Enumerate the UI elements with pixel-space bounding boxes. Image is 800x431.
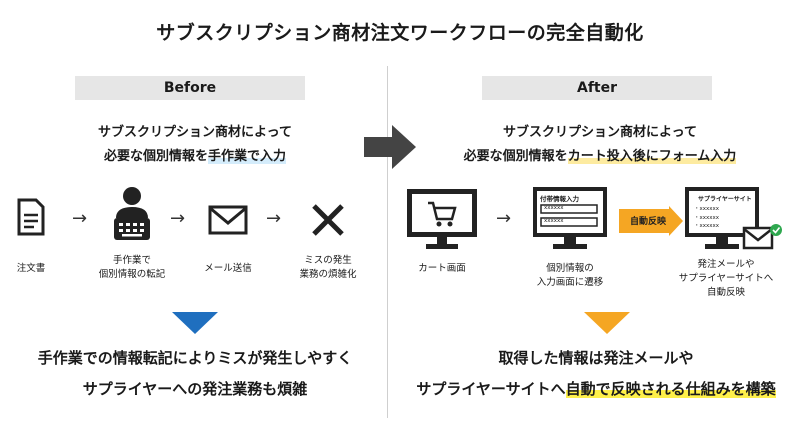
after-step1-label-line: カート画面 bbox=[418, 263, 466, 274]
before-step1-label: 注文書 bbox=[6, 262, 56, 276]
cart-monitor-icon bbox=[407, 189, 477, 249]
before-header: Before bbox=[75, 76, 305, 100]
form-screen-title: 付帯情報入力 bbox=[540, 195, 579, 203]
after-step-arrow-1: → bbox=[496, 208, 512, 229]
supplier-item-1: ・xxxxxx bbox=[694, 206, 720, 212]
before-intro-line1: サブスクリプション商材によって bbox=[98, 125, 292, 140]
before-down-arrow-icon bbox=[172, 312, 218, 334]
after-result-line2-text: サプライヤーサイトへ bbox=[416, 380, 566, 398]
after-step3-label: 発注メールや サプライヤーサイトへ 自動反映 bbox=[666, 258, 786, 300]
document-icon bbox=[17, 198, 45, 236]
form-monitor-icon: 付帯情報入力 xxxxxx xxxxxx bbox=[532, 186, 608, 252]
before-result-line2: サプライヤーへの発注業務も煩雑 bbox=[82, 380, 308, 398]
before-step-arrow-3: → bbox=[266, 208, 282, 229]
before-step2-label-line1: 手作業で bbox=[112, 255, 151, 266]
form-field-2: xxxxxx bbox=[544, 218, 564, 224]
supplier-monitor-icon: サプライヤーサイト ・xxxxxx ・xxxxxx ・xxxxxx bbox=[684, 186, 784, 256]
section-divider bbox=[387, 66, 388, 418]
page-title: サブスクリプション商材注文ワークフローの完全自動化 bbox=[156, 22, 644, 44]
before-step-arrow-1: → bbox=[72, 208, 88, 229]
after-down-arrow-icon bbox=[584, 312, 630, 334]
after-result-line1: 取得した情報は発注メールや bbox=[498, 349, 694, 367]
before-step2-label-line2: 個別情報の転記 bbox=[98, 269, 166, 280]
before-intro-highlight: 手作業で入力 bbox=[208, 149, 287, 164]
before-step-arrow-2: → bbox=[170, 208, 186, 229]
after-step2-label-line1: 個別情報の bbox=[546, 263, 594, 274]
after-intro-line2: 必要な個別情報をカート投入後にフォーム入力 bbox=[400, 145, 800, 169]
before-intro: サブスクリプション商材によって 必要な個別情報を手作業で入力 bbox=[20, 121, 370, 169]
after-intro-line2-text: 必要な個別情報を bbox=[463, 149, 568, 164]
after-step3-label-line2: サプライヤーサイトへ bbox=[678, 273, 774, 284]
before-step4-label-line1: ミスの発生 bbox=[304, 255, 352, 266]
person-keyboard-icon bbox=[114, 187, 150, 240]
after-step2-label: 個別情報の 入力画面に遷移 bbox=[520, 262, 620, 290]
auto-reflect-arrow-icon bbox=[619, 206, 683, 236]
supplier-monitor-frame-icon bbox=[685, 187, 782, 250]
supplier-screen-items: ・xxxxxx ・xxxxxx ・xxxxxx bbox=[694, 205, 719, 231]
supplier-item-3: ・xxxxxx bbox=[694, 223, 720, 229]
after-header: After bbox=[482, 76, 712, 100]
after-step3-label-line1: 発注メールや bbox=[697, 259, 755, 270]
after-intro-highlight: カート投入後にフォーム入力 bbox=[567, 149, 737, 164]
before-step4-label: ミスの発生 業務の煩雑化 bbox=[288, 254, 368, 282]
form-monitor-frame-icon bbox=[533, 187, 607, 249]
cross-icon bbox=[312, 204, 344, 236]
before-result-line1: 手作業での情報転記によりミスが発生しやすく bbox=[37, 349, 353, 367]
after-intro-line1: サブスクリプション商材によって bbox=[503, 125, 697, 140]
before-step4-label-line2: 業務の煩雑化 bbox=[299, 269, 357, 280]
after-intro: サブスクリプション商材によって 必要な個別情報をカート投入後にフォーム入力 bbox=[400, 121, 800, 169]
before-step3-label: メール送信 bbox=[193, 262, 263, 276]
supplier-screen-title: サプライヤーサイト bbox=[698, 196, 752, 203]
before-step1-label-line: 注文書 bbox=[16, 263, 46, 274]
after-result: 取得した情報は発注メールや サプライヤーサイトへ自動で反映される仕組みを構築 bbox=[392, 343, 800, 405]
mail-icon bbox=[208, 205, 248, 235]
right-arrow-icon bbox=[364, 125, 416, 169]
before-result: 手作業での情報転記によりミスが発生しやすく サプライヤーへの発注業務も煩雑 bbox=[0, 343, 390, 405]
before-intro-line2-text: 必要な個別情報を bbox=[103, 149, 208, 164]
auto-reflect-label: 自動反映 bbox=[629, 217, 666, 227]
after-step1-label: カート画面 bbox=[402, 262, 482, 276]
before-step3-label-line: メール送信 bbox=[204, 263, 252, 274]
before-step2-label: 手作業で 個別情報の転記 bbox=[82, 254, 182, 282]
after-result-line2: サプライヤーサイトへ自動で反映される仕組みを構築 bbox=[392, 374, 800, 405]
after-step3-label-line3: 自動反映 bbox=[706, 287, 745, 298]
form-field-1: xxxxxx bbox=[544, 205, 564, 211]
after-result-highlight: 自動で反映される仕組みを構築 bbox=[565, 380, 776, 398]
supplier-item-2: ・xxxxxx bbox=[694, 214, 720, 221]
after-step2-label-line2: 入力画面に遷移 bbox=[536, 277, 604, 288]
before-intro-line2: 必要な個別情報を手作業で入力 bbox=[20, 145, 370, 169]
